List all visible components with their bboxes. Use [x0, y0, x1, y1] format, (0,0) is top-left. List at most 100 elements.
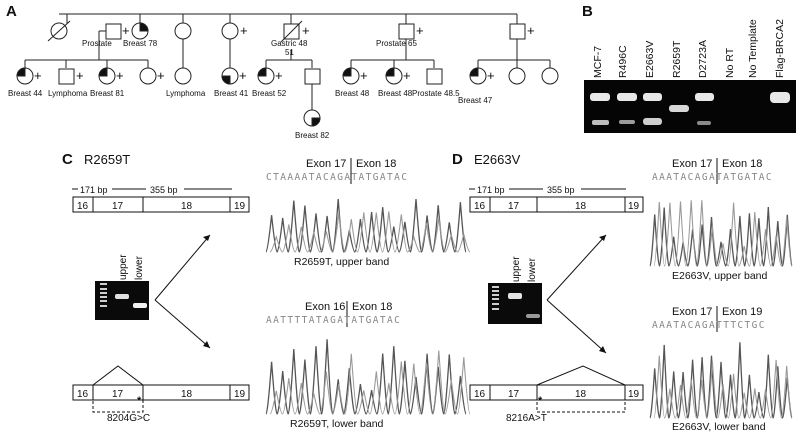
gen2-breast52 [257, 67, 275, 85]
panel-label-b: B [582, 3, 593, 20]
svg-text:Breast 48: Breast 48 [378, 89, 413, 98]
svg-text:+: + [527, 23, 535, 38]
svg-text:Breast 82: Breast 82 [295, 131, 330, 140]
svg-text:171 bp: 171 bp [477, 185, 505, 195]
svg-text:8216A>T: 8216A>T [506, 413, 547, 424]
gel-c: upper lower [95, 254, 149, 320]
svg-text:+: + [116, 68, 124, 83]
svg-text:Exon 16: Exon 16 [305, 301, 345, 313]
svg-text:Lymphoma: Lymphoma [48, 89, 88, 98]
chromatogram-c-lower: Exon 16 Exon 18 AATTTTATAGATATGATAC R265… [265, 301, 471, 430]
svg-text:upper: upper [511, 256, 522, 282]
svg-text:Exon 17: Exon 17 [672, 158, 712, 170]
svg-text:17: 17 [112, 389, 124, 400]
svg-text:MCF-7: MCF-7 [592, 46, 604, 78]
svg-text:Breast 44: Breast 44 [8, 89, 43, 98]
gel-d: upper lower [488, 256, 542, 324]
pedigree [16, 13, 559, 127]
svg-text:Exon 18: Exon 18 [722, 158, 762, 170]
svg-text:AAATACAGATTTCTGC: AAATACAGATTTCTGC [652, 320, 766, 331]
panel-label-a: A [6, 3, 17, 20]
svg-text:+: + [416, 23, 424, 38]
panel-label-d: D [452, 151, 463, 168]
gen2-breast47 [469, 67, 487, 85]
gel-b [584, 80, 796, 133]
svg-text:16: 16 [474, 201, 486, 212]
svg-text:+: + [239, 68, 247, 83]
mutation-title-c: R2659T [84, 152, 130, 167]
gen1-prostate [105, 23, 122, 40]
svg-text:+: + [34, 68, 42, 83]
svg-text:51: 51 [285, 48, 294, 57]
gen2-breast44 [16, 67, 34, 85]
svg-text:19: 19 [234, 389, 246, 400]
gen2-breast81 [98, 67, 116, 85]
svg-text:355 bp: 355 bp [150, 185, 178, 195]
label: Prostate [82, 39, 112, 48]
svg-text:AAATACAGATATGATAC: AAATACAGATATGATAC [652, 172, 773, 183]
svg-text:*: * [137, 395, 142, 407]
svg-text:Flag-BRCA2: Flag-BRCA2 [774, 19, 786, 78]
svg-text:lower: lower [527, 257, 538, 282]
svg-text:Exon 18: Exon 18 [356, 158, 396, 170]
svg-text:17: 17 [112, 201, 124, 212]
gen3-breast82 [303, 109, 321, 127]
svg-text:+: + [122, 23, 130, 38]
svg-text:18: 18 [575, 201, 587, 212]
svg-text:+: + [275, 68, 283, 83]
svg-text:16: 16 [77, 389, 89, 400]
chromatogram-d-lower: Exon 17 Exon 19 AAATACAGATTTCTGC E2663V,… [649, 306, 793, 433]
gen1-right [509, 23, 526, 40]
svg-text:17: 17 [508, 389, 520, 400]
svg-text:17: 17 [508, 201, 520, 212]
svg-text:No RT: No RT [724, 47, 736, 78]
svg-text:Breast 81: Breast 81 [90, 89, 125, 98]
svg-text:+: + [360, 68, 368, 83]
svg-text:8204G>C: 8204G>C [107, 413, 150, 424]
svg-text:+: + [487, 68, 495, 83]
svg-text:171 bp: 171 bp [80, 185, 108, 195]
svg-text:355 bp: 355 bp [547, 185, 575, 195]
pedigree-labels: Prostate + Breast 78 + + Gastric 48 51 +… [8, 23, 535, 140]
svg-text:Exon 17: Exon 17 [672, 306, 712, 318]
svg-text:Breast 48: Breast 48 [335, 89, 370, 98]
svg-text:R2659T, lower band: R2659T, lower band [290, 418, 384, 430]
gel-b-lane-labels: MCF-7 R496C E2663V R2659T D2723A No RT N… [592, 19, 786, 78]
gen2-lymphoma-male [58, 68, 75, 85]
svg-text:18: 18 [575, 389, 587, 400]
svg-text:Prostate 65: Prostate 65 [376, 39, 417, 48]
svg-text:Exon 19: Exon 19 [722, 306, 762, 318]
gen2-breast41 [221, 67, 239, 85]
exon-diagram-top-c: 171 bp 355 bp 16 17 18 19 [72, 185, 250, 213]
svg-text:19: 19 [234, 201, 246, 212]
svg-text:CTAAAATACAGATATGATAC: CTAAAATACAGATATGATAC [266, 172, 408, 183]
svg-text:Gastric 48: Gastric 48 [271, 39, 308, 48]
svg-text:18: 18 [181, 201, 193, 212]
svg-text:E2663V, lower band: E2663V, lower band [672, 421, 766, 433]
exon-diagram-bottom-d: 16 17 18 19 * 8216A>T [469, 365, 644, 424]
gen2-prostate48 [426, 68, 443, 85]
svg-text:16: 16 [474, 389, 486, 400]
chromatogram-d-upper: Exon 17 Exon 18 AAATACAGATATGATAC E2663V… [649, 158, 793, 282]
svg-text:lower: lower [134, 255, 145, 280]
gen1-prostate65 [398, 23, 415, 40]
gel-b-bands [590, 92, 790, 125]
svg-text:19: 19 [628, 389, 640, 400]
mutation-title-d: E2663V [474, 152, 521, 167]
chromatogram-c-upper: Exon 17 Exon 18 CTAAAATACAGATATGATAC R26… [265, 158, 471, 268]
svg-text:*: * [538, 395, 543, 407]
svg-text:19: 19 [628, 201, 640, 212]
svg-text:+: + [240, 23, 248, 38]
exon-diagram-top-d: 171 bp 355 bp 16 17 18 19 [469, 185, 644, 213]
gen2-lymphoma-female [174, 67, 192, 85]
svg-text:No Template: No Template [747, 19, 759, 78]
svg-text:R2659T, upper band: R2659T, upper band [294, 256, 389, 268]
svg-text:R2659T: R2659T [671, 40, 683, 78]
svg-text:E2663V: E2663V [644, 41, 656, 78]
svg-text:+: + [403, 68, 411, 83]
gen2-breast48b [385, 67, 403, 85]
svg-text:16: 16 [77, 201, 89, 212]
exon-diagram-bottom-c: 16 17 18 19 * 8204G>C [72, 365, 250, 424]
svg-text:R496C: R496C [617, 45, 629, 78]
